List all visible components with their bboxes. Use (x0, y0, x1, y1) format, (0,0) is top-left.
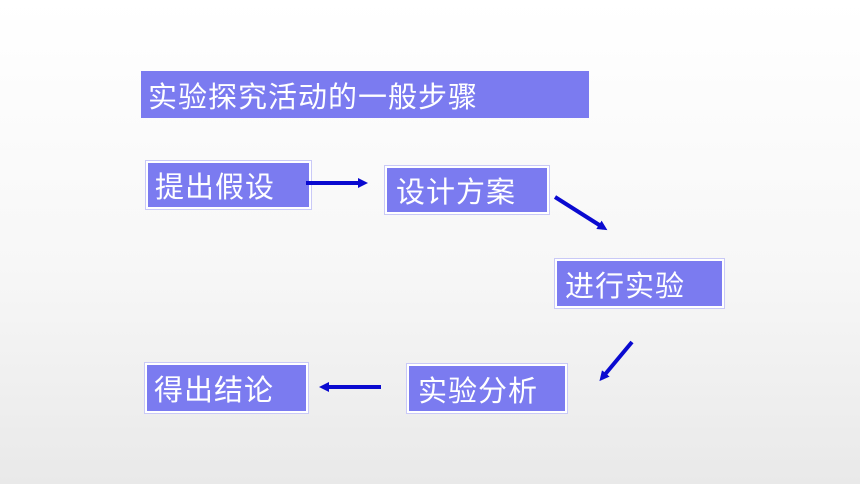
step-draw-conclusion: 得出结论 (145, 363, 308, 413)
arrow-experiment-to-analysis (599, 340, 634, 382)
step-experiment-analysis: 实验分析 (407, 364, 567, 413)
arrow-design-to-experiment (553, 195, 608, 231)
step-propose-hypothesis: 提出假设 (146, 161, 311, 209)
step-design-plan: 设计方案 (385, 166, 549, 214)
step-conduct-experiment: 进行实验 (555, 259, 724, 308)
page-title: 实验探究活动的一般步骤 (141, 71, 589, 118)
